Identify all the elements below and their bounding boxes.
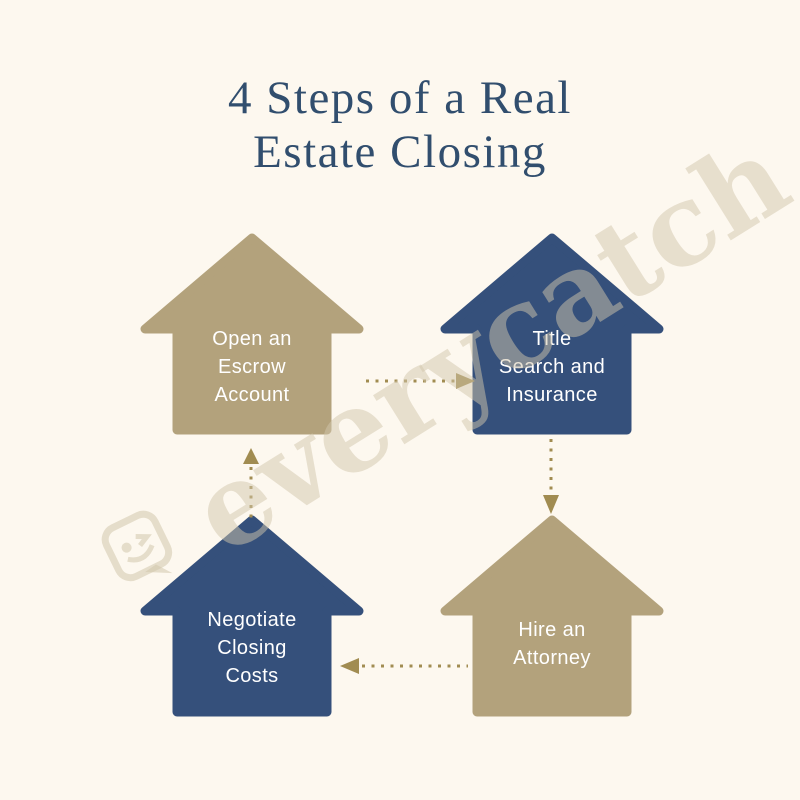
dotted-arrow-right-icon: [366, 373, 475, 389]
step-1-label-line: Account: [214, 384, 290, 406]
step-4-label: Negotiate Closing Costs: [140, 606, 364, 690]
step-1-house-icon: [140, 233, 364, 439]
step-2-label-line: Title: [532, 328, 572, 350]
step-3-label-line: Attorney: [513, 647, 591, 669]
dotted-arrow-down-icon: [543, 439, 559, 514]
house-shape-icon: [140, 233, 364, 435]
house-shape-icon: [440, 233, 664, 435]
page-title-line-1: 4 Steps of a Real: [228, 72, 572, 124]
house-shape-icon: [440, 515, 664, 717]
step-1-label-line: Escrow: [218, 356, 286, 378]
step-1-label-line: Open an: [212, 328, 292, 350]
step-3-house-icon: [440, 515, 664, 721]
dotted-arrow-left-icon: [340, 658, 468, 674]
step-2-label: Title Search and Insurance: [440, 325, 664, 409]
step-2-house-icon: [440, 233, 664, 439]
step-1-label: Open an Escrow Account: [140, 325, 364, 409]
step-4-label-line: Closing: [217, 637, 287, 659]
step-2-label-line: Insurance: [506, 384, 598, 406]
step-4-label-line: Negotiate: [207, 609, 297, 631]
page-title-line-2: Estate Closing: [253, 125, 547, 178]
house-shape-icon: [140, 515, 364, 717]
step-4-house-icon: [140, 515, 364, 721]
step-2-label-line: Search and: [498, 356, 606, 378]
dotted-arrow-up-icon: [243, 448, 259, 518]
step-3-label-line: Hire an: [518, 619, 586, 641]
step-4-label-line: Costs: [225, 665, 279, 687]
page-title: 4 Steps of a Real Estate Closing: [0, 72, 800, 179]
step-3-label: Hire an Attorney: [440, 616, 664, 672]
